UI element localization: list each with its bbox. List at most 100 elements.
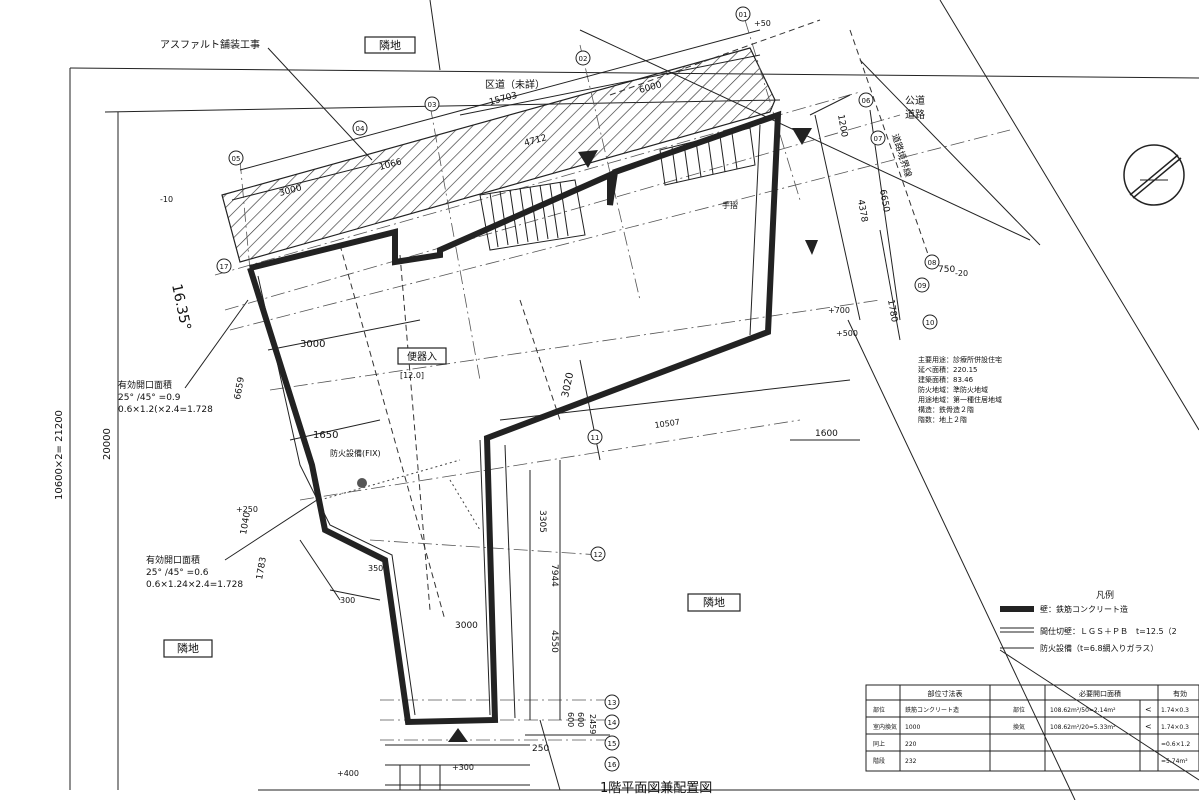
dimension-value: 10507: [654, 418, 680, 430]
neighbor-left-label: 隣地: [177, 641, 199, 655]
table-cell: =0.6×1.2: [1161, 741, 1190, 748]
spot-level: +50: [754, 19, 771, 28]
table-cell: 階段: [873, 757, 885, 765]
spot-level: +500: [836, 329, 858, 338]
svg-text:10: 10: [926, 319, 935, 327]
asphalt-label: アスファルト舗装工事: [160, 38, 260, 51]
dimension-value: 3305: [537, 510, 547, 533]
info-line: 用途地域：第一種住居地域: [918, 395, 1002, 404]
svg-text:05: 05: [232, 155, 241, 163]
neighbor-top-label: 隣地: [379, 38, 401, 52]
table-cell: 1.74×0.3: [1161, 707, 1189, 714]
grid-marker: 11: [587, 429, 603, 445]
dimension-value: 300: [340, 596, 355, 605]
info-line: 階数：地上２階: [918, 415, 967, 424]
grid-marker: 12: [590, 546, 606, 562]
dimension-value: 750: [938, 265, 955, 275]
svg-text:11: 11: [591, 434, 600, 442]
dimension-value: 6650: [877, 189, 891, 214]
table-header: 必要開口面積: [1079, 689, 1121, 698]
entrance-steps: [385, 744, 530, 790]
legend-title: 凡例: [1096, 589, 1114, 601]
wc-label: 便器入: [407, 350, 437, 363]
fire-note-label: 防火設備(FIX): [330, 448, 381, 458]
svg-text:03: 03: [428, 101, 437, 109]
table-cell: 1.74×0.3: [1161, 724, 1189, 731]
construction-lines: [319, 19, 931, 621]
table-cell: 同上: [873, 740, 885, 748]
dimension-value: 3000: [300, 339, 325, 350]
dimension-lines: [231, 29, 901, 791]
table-cell: 220: [905, 741, 917, 748]
stair-2: [659, 127, 756, 186]
table-cell: 部位: [873, 706, 885, 714]
grid-marker: 02: [575, 50, 591, 66]
asphalt-paving-area: [221, 47, 776, 263]
table-cell: 鉄筋コンクリート造: [905, 706, 959, 714]
info-line: 主要用途：診療所併設住宅: [918, 355, 1002, 364]
stair-1: [479, 179, 586, 251]
grid-marker: 03: [424, 96, 440, 112]
table-cell: 室内換気: [873, 723, 897, 731]
svg-text:01: 01: [739, 11, 748, 19]
dimension-value: 2459: [588, 714, 597, 734]
svg-text:06: 06: [862, 97, 871, 105]
table-cell: 換気: [1013, 723, 1025, 731]
grid-marker: 01: [735, 6, 751, 22]
grid-marker: 14: [604, 714, 620, 730]
opening-2-l2: 0.6×1.24×2.4=1.728: [146, 580, 243, 590]
info-line: 防火地域：準防火地域: [918, 385, 988, 394]
svg-text:13: 13: [608, 699, 617, 707]
legend-item: 防火設備（t=6.8網入りガラス）: [1040, 643, 1158, 653]
grid-marker: 17: [216, 258, 232, 274]
opening-1-title: 有効開口面積: [118, 379, 172, 391]
spot-level: -20: [955, 269, 968, 278]
spot-levels: -10 +50 -20 +250 +300 +400 +500 +700: [160, 19, 968, 778]
angle-label: 16.35°: [168, 283, 193, 332]
info-block: 主要用途：診療所併設住宅 延べ面積：220.15 建築面積：83.46 防火地域…: [918, 355, 1002, 424]
svg-text:02: 02: [579, 55, 588, 63]
spot-level: -10: [160, 195, 173, 204]
spot-level: +400: [337, 769, 359, 778]
grid-marker: 15: [604, 735, 620, 751]
grid-marker: 06: [858, 92, 874, 108]
opening-2-l1: 25° /45° =0.6: [146, 568, 209, 578]
dimension-value: 4550: [549, 630, 559, 653]
opening-1-l1: 25° /45° =0.9: [118, 393, 181, 403]
opening-1-l2: 0.6×1.2(×2.4=1.728: [118, 405, 213, 415]
table-cell: <: [1145, 705, 1152, 714]
dimension-value: 600: [566, 712, 575, 727]
dimension-value: 1780: [885, 299, 899, 324]
svg-text:17: 17: [220, 263, 229, 271]
grid-marker: 09: [914, 277, 930, 293]
dimension-value: 250: [532, 744, 549, 754]
table-header: 有効: [1173, 689, 1187, 698]
grid-marker: 10: [922, 314, 938, 330]
grid-markers: 01 02 03 04 05 06 07 08 09 10 11 12 13 1…: [216, 6, 940, 772]
table-cell: <: [1145, 722, 1152, 731]
spot-level: +700: [828, 306, 850, 315]
table-cell: =5.74m²: [1161, 758, 1188, 765]
legend: 凡例 壁：鉄筋コンクリート造 間仕切壁：ＬＧＳ＋ＰＢ t=12.5（2 防火設備…: [1000, 589, 1177, 653]
road-label: 区道（未詳）: [485, 78, 545, 91]
road-right-b: 道路: [905, 108, 925, 121]
dimension-value: 1200: [835, 114, 849, 139]
info-line: 構造：鉄骨造２階: [918, 405, 974, 414]
opening-2-title: 有効開口面積: [146, 554, 200, 566]
table-header: 部位寸法表: [928, 689, 963, 698]
info-line: 建築面積：83.46: [918, 375, 974, 384]
dimension-value: 1600: [815, 429, 838, 439]
area-table: 部位寸法表 必要開口面積 有効 部位 鉄筋コンクリート造 部位 108.62m²…: [865, 684, 1199, 772]
neighbor-right-label: 隣地: [703, 595, 725, 609]
info-line: 延べ面積：220.15: [918, 365, 978, 374]
dimension-value: 1783: [255, 556, 269, 580]
spot-level: +250: [236, 505, 258, 514]
entrance-markers: [357, 128, 818, 742]
grid-marker: 05: [228, 150, 244, 166]
svg-text:08: 08: [928, 259, 937, 267]
dimension-value: 7944: [549, 564, 559, 587]
north-arrow-icon: [1123, 144, 1185, 206]
building-outline: [247, 110, 782, 726]
handrail-label: 手摺: [722, 200, 738, 210]
